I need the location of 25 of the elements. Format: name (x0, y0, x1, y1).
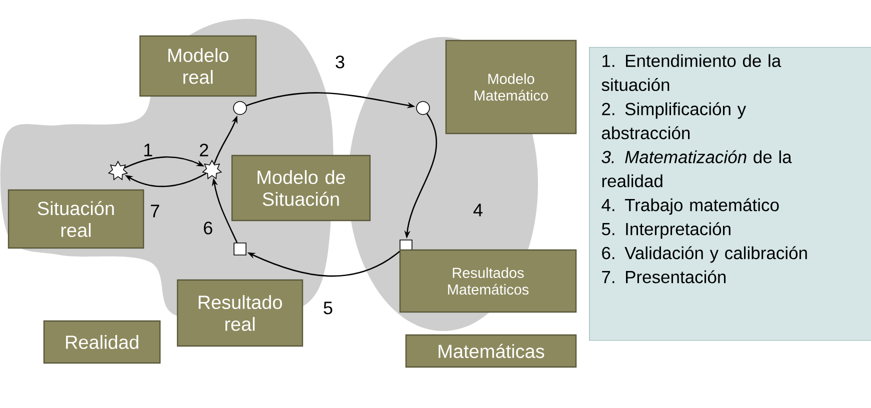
edge-label: 2 (200, 144, 208, 156)
label-box: Resultados Matemáticos (399, 249, 577, 313)
list-item: 5. Interpretación (602, 222, 730, 239)
label-box: Matemáticas (405, 334, 577, 368)
circle-marker (416, 101, 430, 115)
label-box: Modelo Matemático (445, 40, 577, 134)
list-item: 1. Entendimiento de la situación (602, 54, 782, 92)
edge-label: 4 (473, 204, 482, 216)
list-item: 2. Simplificación y abstracción (602, 102, 746, 140)
list-item: 6. Validación y calibración (602, 246, 807, 263)
edge-label: 7 (150, 204, 160, 218)
list-item: 3. Matematización de la realidad (602, 150, 792, 188)
edge-label: 3 (336, 56, 344, 68)
square-marker (234, 242, 246, 256)
label-box: Resultado real (176, 279, 304, 347)
list-item: 7. Presentación (602, 270, 726, 284)
edge-label: 5 (324, 302, 332, 314)
list-item: 4. Trabajo matemático (602, 198, 779, 215)
edge-label: 6 (204, 222, 212, 234)
label-box: Realidad (43, 320, 161, 364)
label-box: Modelo de Situación (231, 154, 371, 222)
circle-marker (233, 101, 247, 115)
edge-label: 1 (144, 144, 152, 156)
label-box: Situación real (8, 189, 144, 249)
label-box: Modelo real (139, 35, 257, 97)
